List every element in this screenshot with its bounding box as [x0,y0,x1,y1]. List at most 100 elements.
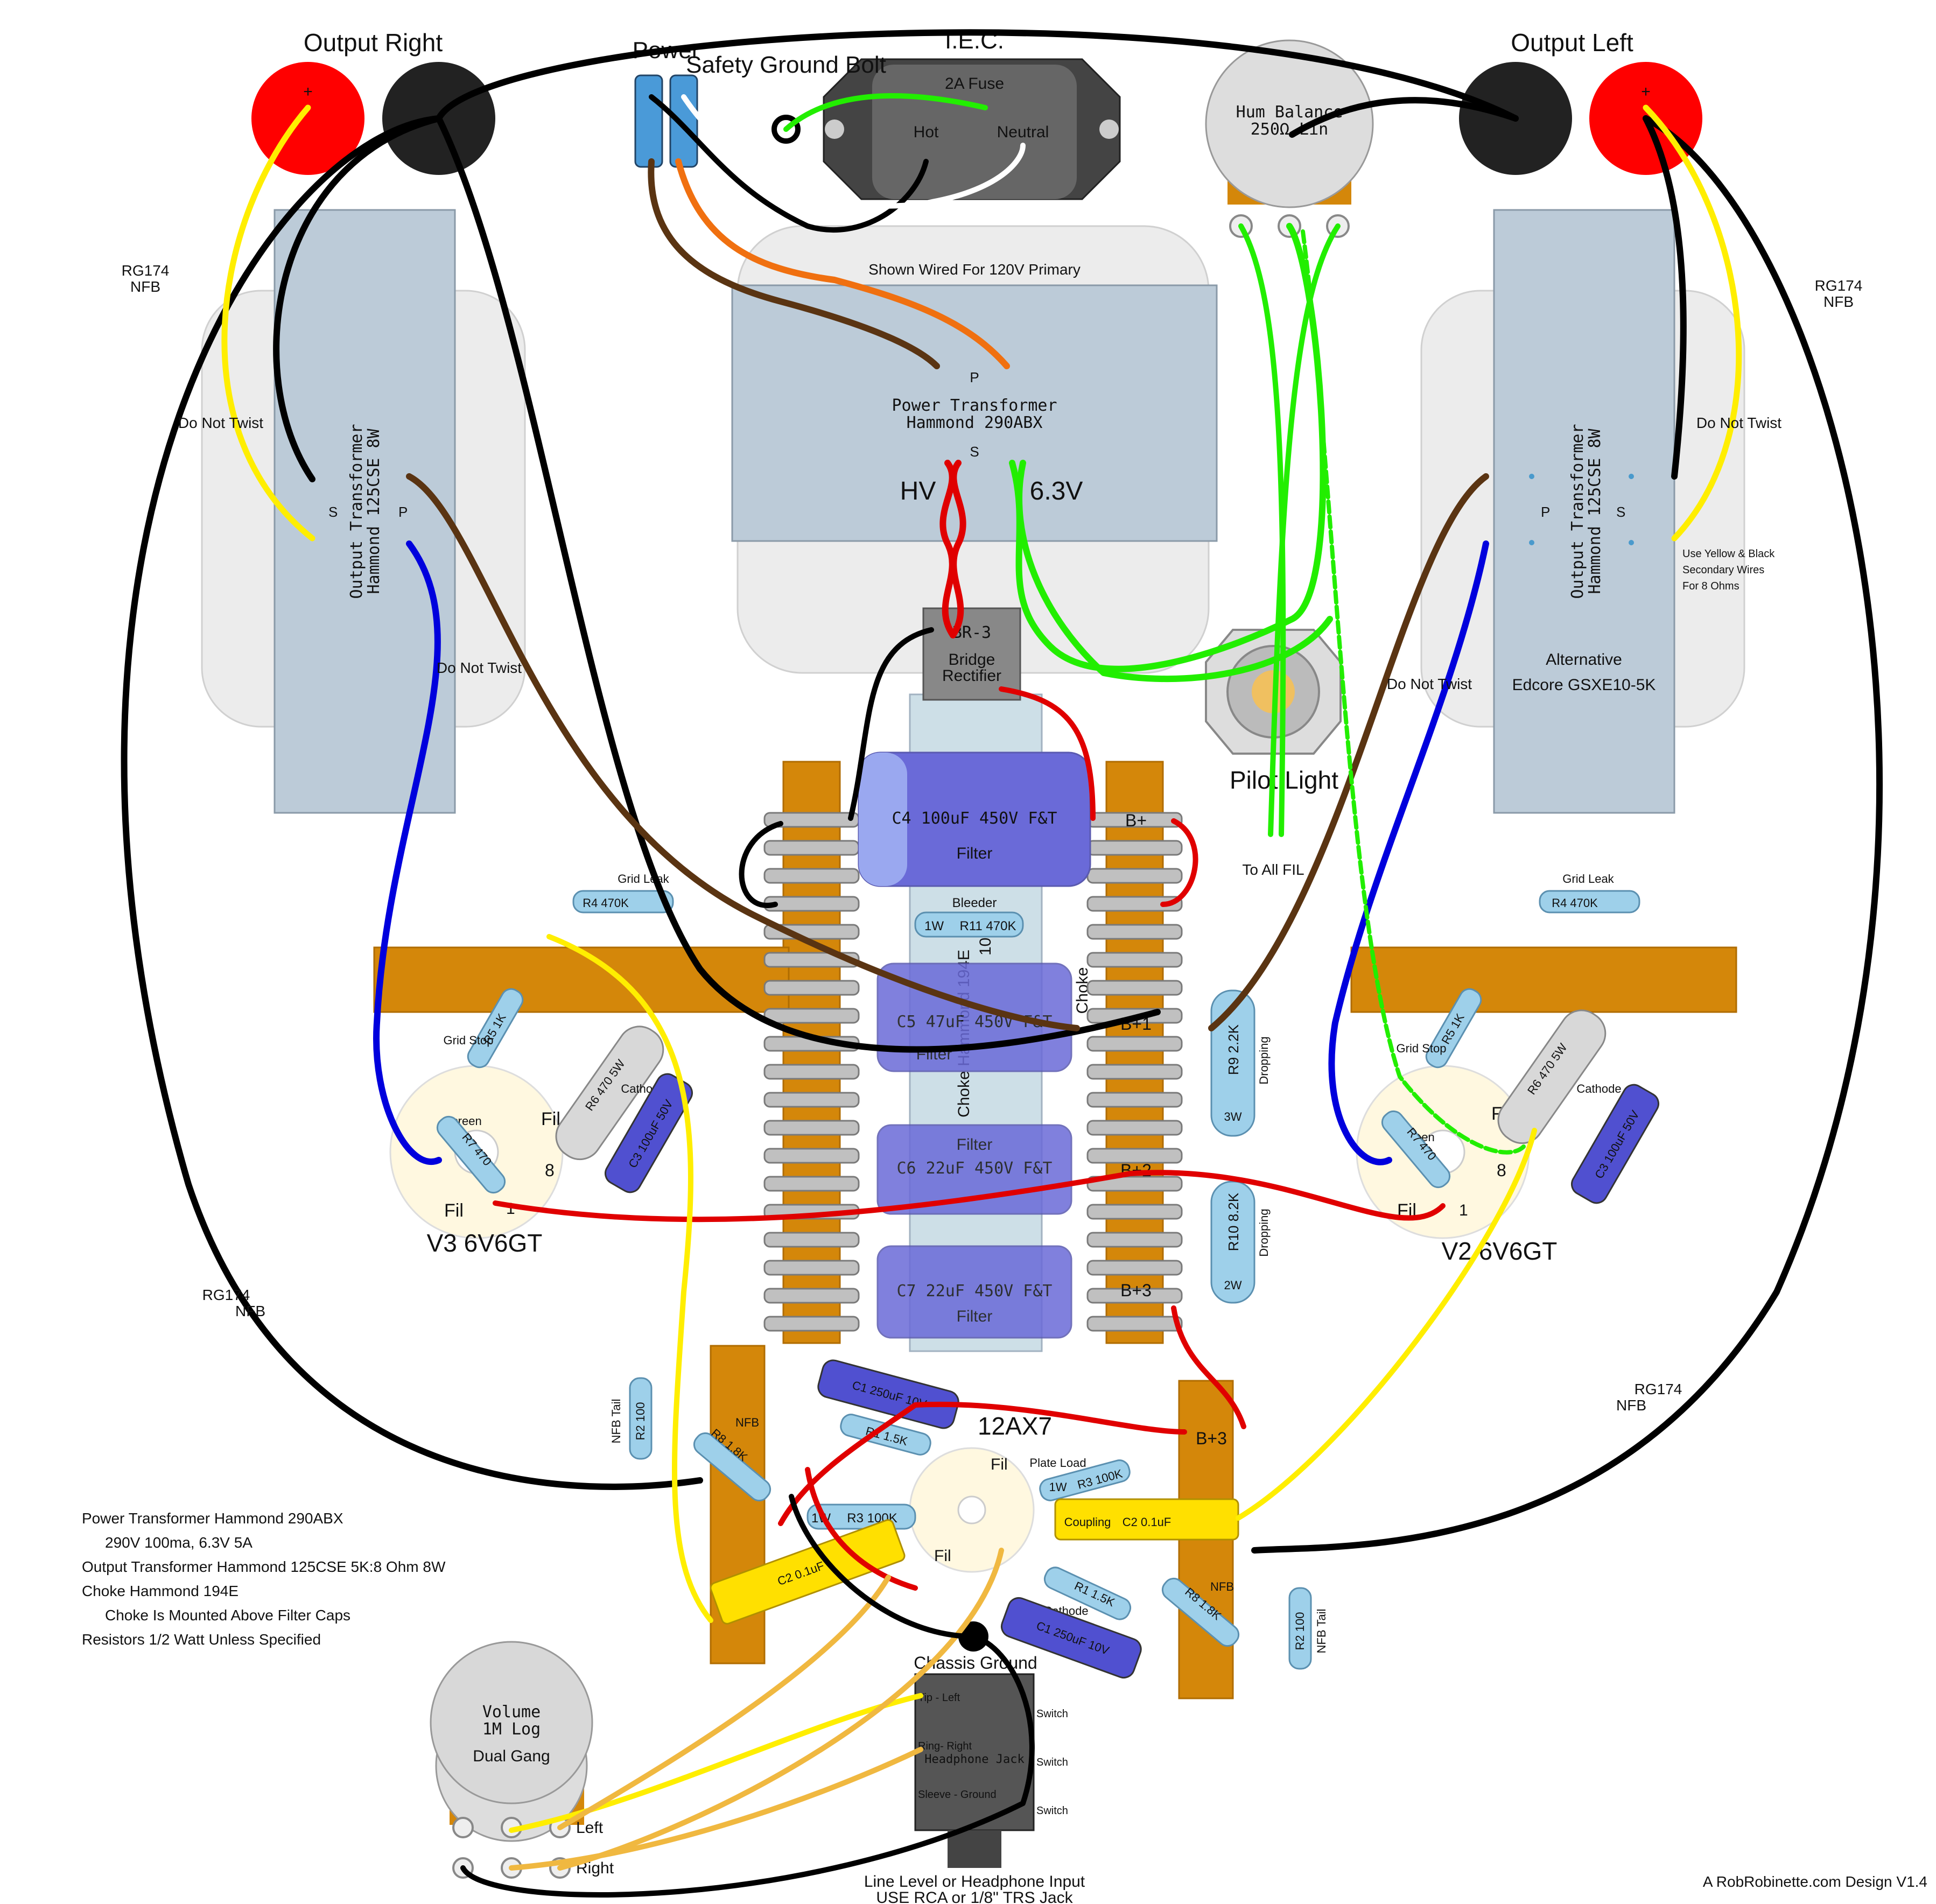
terminal-lug [1086,896,1183,912]
terminal-lug [1086,1204,1183,1220]
svg-text:+: + [303,83,313,101]
bplus-label: B+ [1125,811,1147,830]
headphone-jack-label: Headphone Jack [924,1753,1024,1766]
rg174-label: RG174 [1635,1381,1682,1397]
svg-text:+: + [1641,83,1651,101]
cathode-label: Cathode [1576,1082,1621,1095]
r2-label: R2 100 [634,1402,647,1441]
output-transformer-label-2: Hammond 125CSE 8W [364,428,383,594]
output-left-label: Output Left [1511,29,1633,57]
volume-pot-icon[interactable]: Volume 1M Log Dual Gang Left Right [430,1641,614,1879]
dropping-resistor-r10: R10 8.2K 2W Dropping [1210,1181,1271,1304]
fil-label: Fil [991,1456,1008,1473]
terminal-strips [373,761,1737,1699]
alternative-label: Alternative [1546,651,1622,669]
wattage-label: 1W [924,919,944,933]
fuse-label: 2A Fuse [945,75,1004,93]
nfb-label: NFB [1210,1580,1234,1593]
c4-label: C4 100uF 450V F&T [892,809,1057,828]
wattage-label: 3W [1224,1110,1242,1123]
c2-label: C2 0.1uF [1123,1515,1172,1529]
r11-label: R11 470K [960,919,1016,933]
headphone-jack-icon[interactable]: Tip - Left Ring- Right Headphone Jack Sl… [914,1673,1068,1868]
rectifier-label: Rectifier [942,667,1001,685]
switch-label: Switch [1036,1708,1068,1720]
ring-right-label: Ring- Right [918,1740,972,1752]
terminal-lug [763,1064,860,1080]
output-transformer-label-1: Output Transformer [347,424,366,599]
nfb-tail-label: NFB Tail [1315,1609,1328,1654]
c7-label: C7 22uF 450V F&T [897,1282,1053,1301]
terminal-lug [1086,1092,1183,1108]
pin1-label: 1 [1459,1202,1468,1219]
nfb-label: NFB [1823,293,1854,310]
do-not-twist-label: Do Not Twist [1387,676,1472,692]
preamp-components-right: Plate Load 1W R3 100K Coupling C2 0.1uF … [1000,1456,1328,1679]
credit-label: A RobRobinette.com Design V1.4 [1703,1873,1927,1890]
output-transformer-right-channel: Output Transformer Hammond 125CSE 8W S P [201,209,526,814]
terminal-lug [1086,980,1183,996]
terminal-lug [763,1232,860,1248]
tube-socket-v2: Fil Fil Screen 8 1 V2 6V6GT [1356,1065,1557,1265]
terminal-lug [763,1092,860,1108]
coupling-label: Coupling [1064,1515,1111,1529]
bleeder-resistor-r11: Bleeder 1W R11 470K [914,896,1024,938]
rg174-label: RG174 [122,262,170,279]
note-line: Power Transformer Hammond 290ABX [82,1510,343,1527]
bridge-rectifier: BR-3 Bridge Rectifier [922,607,1021,701]
nfb-tail-label: NFB Tail [609,1399,623,1444]
r4-label: R4 470K [1552,896,1598,910]
terminal-lug [763,980,860,996]
filter-cap-c7: C7 22uF 450V F&T Filter [876,1245,1072,1339]
tip-left-label: Tip - Left [918,1692,960,1704]
primary-marker: P [1541,504,1550,520]
terminal-lug [1086,1316,1183,1332]
note-line: Output Transformer Hammond 125CSE 5K:8 O… [82,1558,446,1575]
wires [121,29,1883,1898]
output-transformer-left-channel: Output Transformer Hammond 125CSE 8W P S… [1420,209,1745,814]
hot-label: Hot [914,123,939,141]
terminal-lug [763,1176,860,1192]
bleeder-label: Bleeder [952,896,997,910]
terminal-lug [1086,1288,1183,1304]
do-not-twist-label: Do Not Twist [437,659,522,676]
pin8-label: 8 [545,1161,555,1180]
terminal-lug [763,1120,860,1136]
hum-balance-pot-icon[interactable]: Hum Balance 250Ω Lin [1205,39,1374,238]
terminal-lug [763,1008,860,1024]
output-left-binding-posts[interactable]: + Output Left [1459,29,1702,175]
terminal-lug [763,1316,860,1332]
filter-label: Filter [957,1136,993,1154]
grid-stop-label: Grid Stop [1397,1042,1447,1055]
do-not-twist-label: Do Not Twist [178,414,263,431]
neutral-label: Neutral [997,123,1049,141]
terminal-lug [1086,1148,1183,1164]
terminal-lug [1086,1176,1183,1192]
do-not-twist-label: Do Not Twist [1696,414,1781,431]
filter-label: Filter [957,1308,993,1325]
output-transformer-label-1: Output Transformer [1568,424,1587,599]
r4-label: R4 470K [583,896,629,910]
note-line: Choke Is Mounted Above Filter Caps [105,1607,350,1624]
to-all-fil-label: To All FIL [1242,861,1304,878]
fil-label: Fil [444,1200,464,1221]
terminal-lug [763,1260,860,1276]
rg174-label: RG174 [1815,277,1863,294]
notes-block: Power Transformer Hammond 290ABX 290V 10… [82,1510,446,1648]
pin8-label: 8 [1497,1161,1506,1180]
note-line: Choke Hammond 194E [82,1583,239,1599]
grid-stop-label: Grid Stop [444,1034,494,1047]
fil-label: Fil [934,1547,951,1565]
filter-label: Filter [957,845,993,862]
edcore-label: Edcore GSXE10-5K [1512,676,1656,694]
power-transformer-label-2: Hammond 290ABX [907,413,1043,432]
wattage-label: 1W [1049,1480,1067,1494]
switch-label: Switch [1036,1805,1068,1817]
12ax7-label: 12AX7 [978,1412,1052,1440]
nfb-label: NFB [235,1303,265,1319]
shown-wired-label: Shown Wired For 120V Primary [868,261,1081,278]
secondary-note: Secondary Wires [1682,564,1764,576]
terminal-lug [763,1148,860,1164]
fil-label: Fil [541,1109,560,1129]
